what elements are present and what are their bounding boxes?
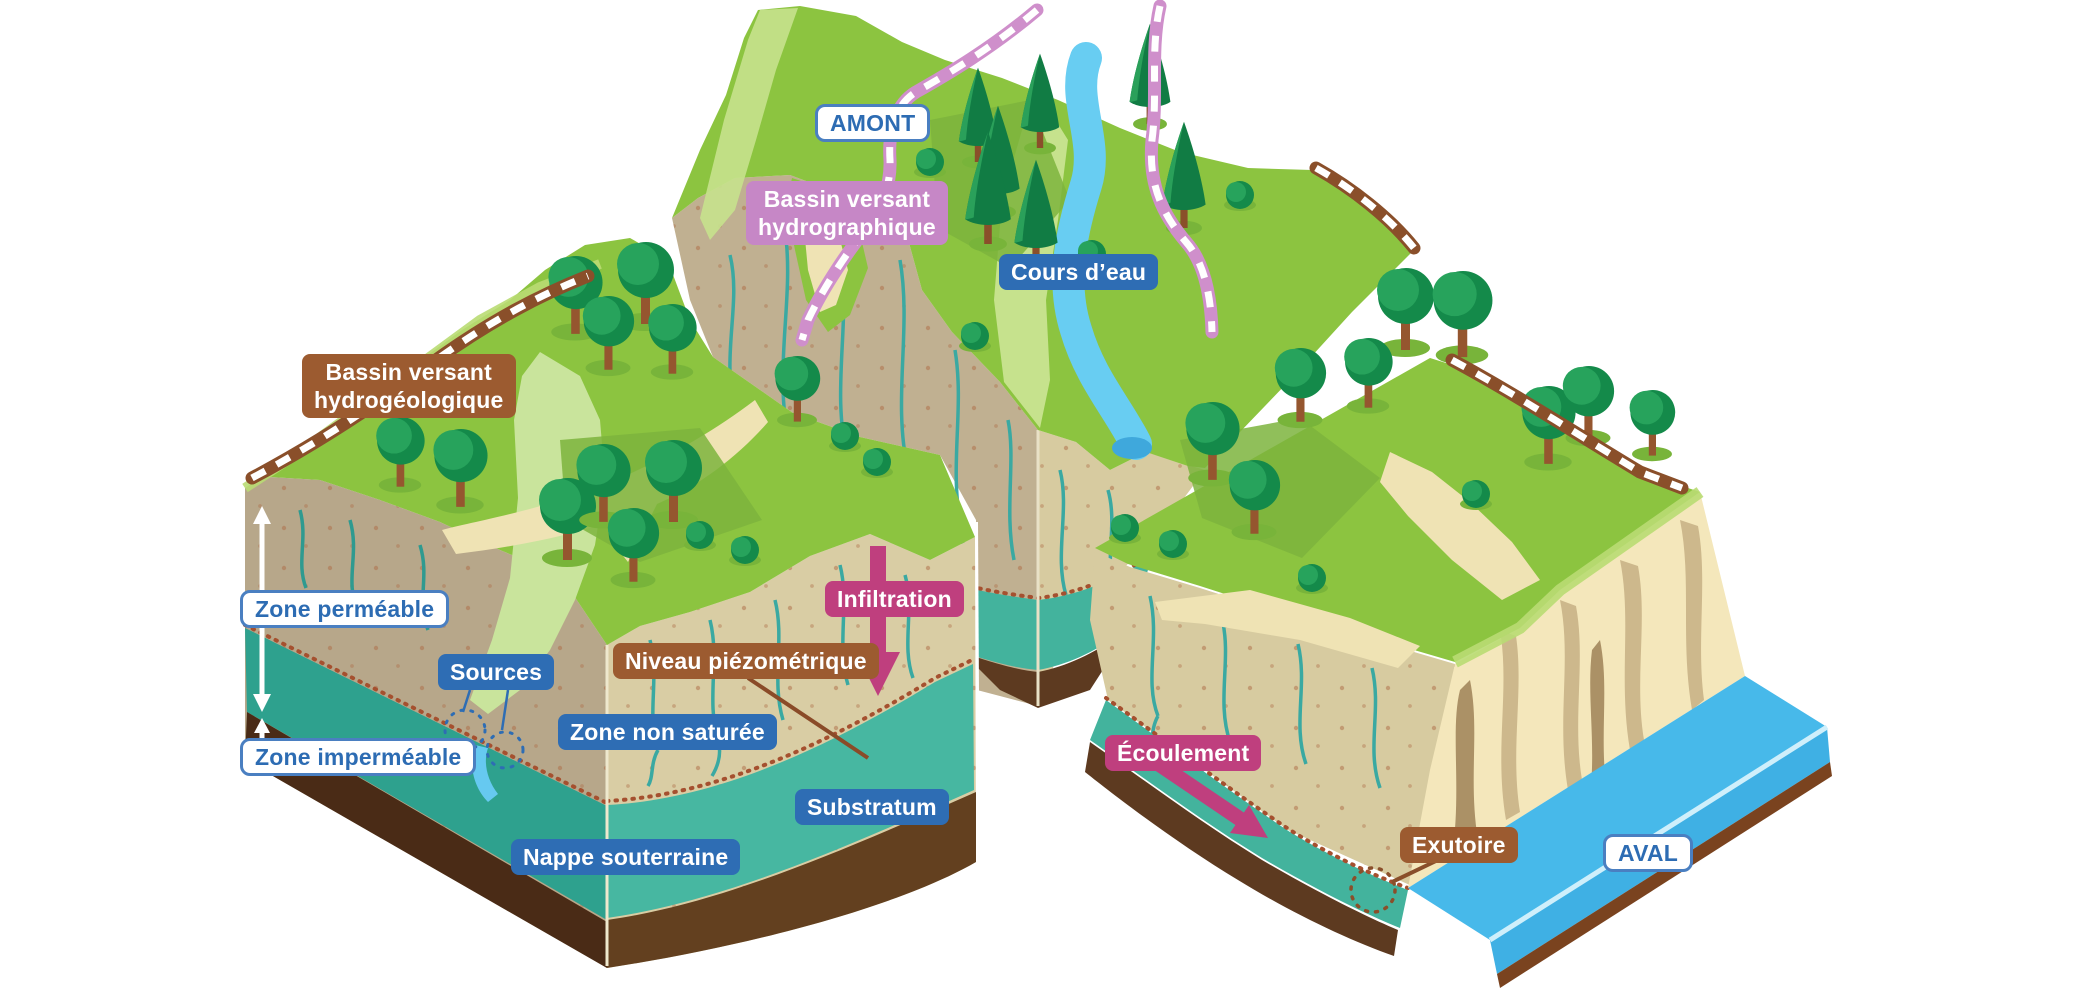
exutoire-pointer-line (1391, 858, 1439, 884)
label-aval: AVAL (1603, 834, 1693, 873)
substratum-right (1085, 742, 1398, 956)
label-exutoire: Exutoire (1400, 827, 1518, 864)
block-gap-line (974, 521, 979, 696)
cliff-streaks (1500, 520, 1704, 820)
label-zone-permeable: Zone perméable (240, 590, 450, 629)
right-block (1085, 268, 1832, 988)
label-niveau-piezometrique: Niveau piézométrique (613, 643, 879, 680)
spring-water (472, 745, 498, 802)
label-zone-impermeable: Zone imperméable (240, 738, 477, 777)
label-zone-non-saturee: Zone non saturée (558, 714, 777, 751)
label-sources: Sources (438, 654, 555, 691)
piezometric-dotted-line-right (1104, 696, 1410, 890)
hydrographic-boundary-dashed-line (795, 0, 1219, 347)
niveau-piezometrique-pointer-line (746, 676, 870, 760)
river-fall-pool (1112, 437, 1152, 459)
substratum-front-face (607, 792, 976, 968)
label-nappe-souterraine: Nappe souterraine (511, 839, 741, 876)
piezometric-dotted-line-left-face (243, 623, 609, 805)
label-infiltration: Infiltration (825, 581, 964, 618)
label-ecoulement: Écoulement (1105, 735, 1262, 772)
piezometric-dotted-line-front-face (605, 658, 974, 803)
label-amont: AMONT (815, 104, 931, 143)
label-substratum: Substratum (795, 789, 949, 826)
hydrogeologic-boundary-dashed-line-right (1445, 353, 1689, 495)
label-bassin-versant-hydrographique: Bassin versant hydrographique (746, 181, 948, 246)
label-cours-deau: Cours d’eau (999, 254, 1159, 291)
exutoire-dotted-circle (1349, 866, 1397, 914)
hydrogeologic-boundary-dashed-line-center (1309, 161, 1421, 255)
substratum-center (962, 628, 1130, 708)
label-bassin-versant-hydrogeologique: Bassin versant hydrogéologique (302, 354, 516, 419)
